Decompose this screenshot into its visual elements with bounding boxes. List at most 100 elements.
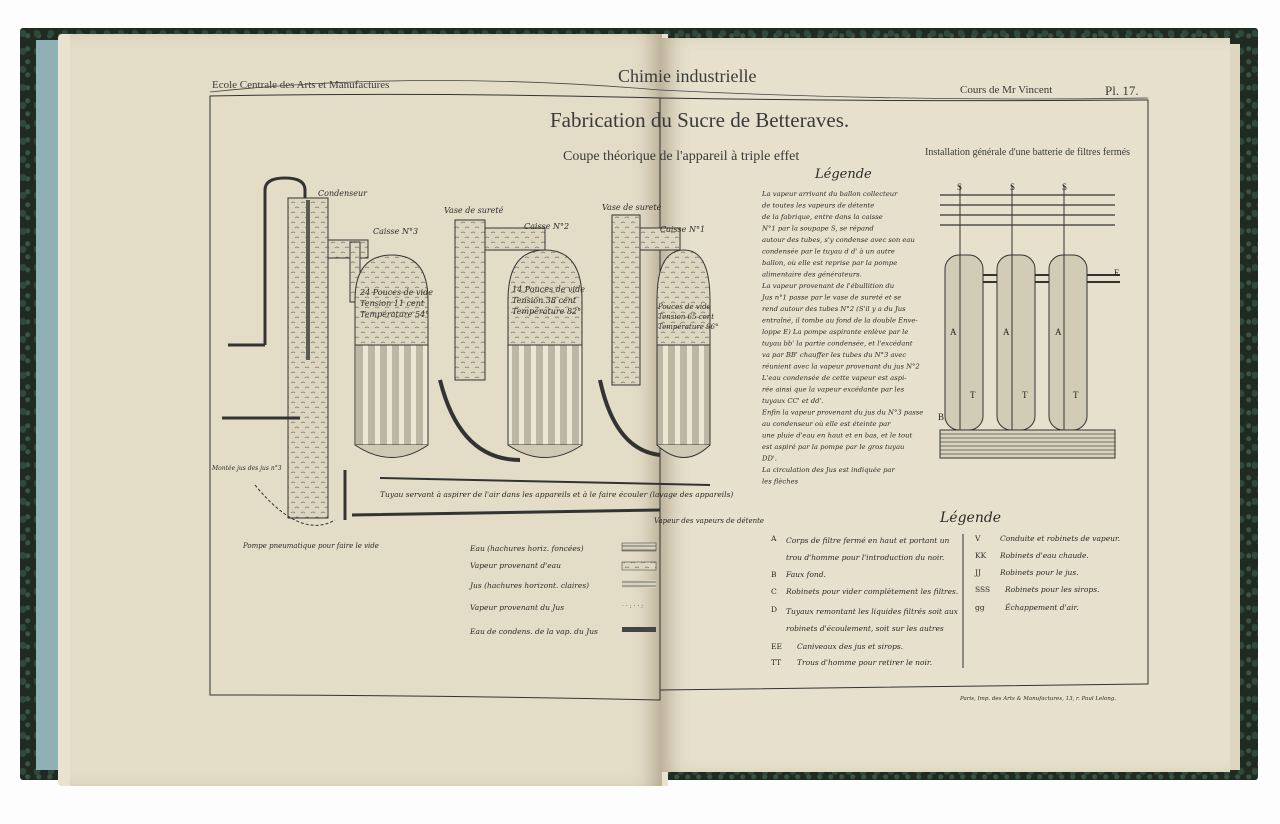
svg-text:Vapeur provenant d'eau: Vapeur provenant d'eau [470, 561, 561, 570]
right-plate-border [659, 97, 1149, 691]
legend1-line: Enfin la vapeur provenant du jus du N°3 … [761, 409, 923, 417]
legend1-line: La vapeur arrivant du ballon collecteur [761, 190, 898, 198]
svg-text:Température 82°: Température 82° [512, 307, 581, 316]
legend2-right: V Conduite et robinets de vapeur. KK Rob… [974, 534, 1120, 612]
svg-text:Robinets pour le jus.: Robinets pour le jus. [999, 568, 1079, 577]
svg-text:S: S [1062, 182, 1067, 192]
legend1-line: réunient avec la vapeur provenant du jus… [762, 363, 920, 371]
svg-text:JJ: JJ [974, 568, 981, 577]
svg-text:S: S [1010, 182, 1015, 192]
svg-text:T: T [970, 390, 976, 400]
svg-text:A: A [950, 327, 957, 337]
legend1-line: L'eau condensée de cette vapeur est aspi… [761, 374, 907, 382]
svg-text:T: T [1073, 390, 1079, 400]
legend1-line: est aspiré par la pompe par le gros tuya… [762, 443, 904, 451]
legend1-line: La circulation des Jus est indiquée par [761, 466, 895, 474]
svg-text:EE: EE [771, 642, 782, 651]
svg-text:Eau de condens. de la vap. du: Eau de condens. de la vap. du Jus [469, 627, 598, 636]
left-plate-title: Fabrication du Sucre de Betteraves. [550, 108, 849, 132]
svg-text:A: A [770, 534, 777, 543]
legend1-line: La vapeur provenant de l'ébullition du [761, 282, 894, 290]
svg-text:Tension 11 cent: Tension 11 cent [360, 299, 425, 308]
legend1-line: alimentaire des générateurs. [762, 271, 862, 279]
header-course: Cours de Mr Vincent [960, 84, 1052, 96]
vapor-note: Vapeur des vapeurs de détente [654, 517, 764, 525]
svg-text:T: T [1022, 390, 1028, 400]
legend1-line: ballon, où elle est reprise par la pompe [762, 259, 897, 267]
legend1-line: tuyaux CC' et dd'. [762, 397, 823, 405]
label-safety-vase-2: Vase de sureté [602, 203, 662, 212]
left-plate-border [209, 93, 661, 701]
svg-text:V: V [974, 534, 981, 543]
apparatus-labels: Condenseur Vase de sureté Vase de sureté… [211, 189, 764, 550]
label-caisse-2: Caisse N°2 [524, 222, 569, 231]
filter-battery-drawing: A A A T T T B E S S S [938, 182, 1120, 459]
svg-text:Température 54°: Température 54° [360, 310, 429, 319]
svg-text:C: C [771, 587, 777, 596]
legend1-line: va par BB' chauffer les tubes du N°3 ave… [762, 351, 906, 359]
svg-text:B: B [771, 570, 777, 579]
svg-text:Robinets pour vider complèteme: Robinets pour vider complètement les fil… [785, 587, 958, 596]
legend1-title: Légende [814, 167, 872, 182]
legend1-line: une pluie d'eau en haut et en bas, et le… [762, 432, 912, 440]
svg-text:Eau (hachures horiz. foncées): Eau (hachures horiz. foncées) [469, 544, 584, 553]
legend1-line: tuyau bb' la partie condensée, et l'excé… [762, 340, 913, 348]
pump-note: Pompe pneumatique pour faire le vide [242, 542, 379, 550]
svg-text:Tension 65 cent: Tension 65 cent [658, 313, 714, 321]
legend1-line: loppe E) La pompe aspirante enlève par l… [762, 328, 908, 336]
svg-text:B: B [938, 412, 944, 422]
legend1-line: entraîné, il tombe au fond de la double … [762, 317, 918, 325]
legend1-line: de la fabrique, entre dans la caisse [762, 213, 883, 221]
legend1-line: autour des tubes, s'y condense avec son … [762, 236, 915, 244]
header-rule [209, 80, 1149, 100]
legend1-line: Jus n°1 passe par le vase de sureté et s… [760, 294, 901, 302]
svg-text:Jus (hachures horizont. claire: Jus (hachures horizont. claires) [468, 581, 589, 590]
svg-text:D: D [771, 605, 777, 614]
svg-text:E: E [1114, 268, 1120, 278]
svg-text:Vapeur provenant du Jus: Vapeur provenant du Jus [470, 603, 564, 612]
svg-text:gg: gg [975, 603, 985, 612]
label-condenser: Condenseur [318, 189, 368, 198]
side-note: Montée jus des jus n°3 [211, 465, 282, 472]
svg-text:SSS: SSS [975, 585, 990, 594]
legend1-line: les flèches [762, 478, 799, 486]
legend1-line: au condenseur où elle est éteinte par [762, 420, 891, 428]
svg-text:14 Pouces de vide: 14 Pouces de vide [512, 285, 585, 294]
legend1-line: condensée par le tuyau d d' à un autre [762, 248, 895, 256]
legend1-line: rend autour des tubes N°2 (S'il y a du J… [762, 305, 906, 313]
imprint: Paris, Imp. des Arts & Manufactures, 13,… [959, 696, 1116, 702]
legend2-left: A Corps de filtre fermé en haut et porta… [770, 534, 958, 667]
svg-text:KK: KK [975, 551, 987, 560]
triple-effect-apparatus [222, 176, 711, 526]
label-safety-vase-1: Vase de sureté [444, 206, 504, 215]
svg-text:S: S [957, 182, 962, 192]
svg-text:Trous d'homme pour retirer le: Trous d'homme pour retirer le noir. [797, 658, 932, 667]
svg-text:Robinets d'eau chaude.: Robinets d'eau chaude. [999, 551, 1089, 560]
svg-text:A: A [1003, 327, 1010, 337]
legend1-line: N°1 par la soupape S, se répand [761, 225, 874, 233]
header-plate-number: Pl. 17. [1105, 83, 1139, 98]
fill-pattern-key: Eau (hachures horiz. foncées) Vapeur pro… [468, 542, 657, 636]
svg-text:Caniveaux des jus et sirops.: Caniveaux des jus et sirops. [797, 642, 903, 651]
legend1-line: de toutes les vapeurs de détente [762, 202, 874, 210]
svg-text:Conduite et robinets de vapeur: Conduite et robinets de vapeur. [1000, 534, 1120, 543]
svg-text:Tension 38 cent: Tension 38 cent [512, 296, 577, 305]
legend1-line: rée ainsi que la vapeur excédante par le… [762, 386, 905, 394]
legend1-line: DD'. [761, 455, 777, 463]
pipe-note: Tuyau servant à aspirer de l'air dans le… [380, 490, 733, 499]
svg-text:· · : · · :: · · : · · : [622, 603, 643, 610]
svg-text:Robinets pour les sirops.: Robinets pour les sirops. [1004, 585, 1099, 594]
right-plate-title: Installation générale d'une batterie de … [925, 147, 1130, 158]
svg-text:A: A [1055, 327, 1062, 337]
svg-text:Faux fond.: Faux fond. [785, 570, 826, 579]
label-caisse-3: Caisse N°3 [373, 227, 418, 236]
legend2-title: Légende [939, 510, 1001, 526]
legend1-text: La vapeur arrivant du ballon collecteur d… [760, 190, 923, 486]
header-subject: Chimie industrielle [618, 66, 756, 86]
svg-text:Échappement d'air.: Échappement d'air. [1004, 603, 1079, 612]
svg-text:Température 96°: Température 96° [658, 323, 719, 331]
svg-text:TT: TT [771, 658, 781, 667]
left-plate-subtitle: Coupe théorique de l'appareil à triple e… [563, 149, 799, 164]
label-caisse-1: Caisse N°1 [660, 225, 705, 234]
